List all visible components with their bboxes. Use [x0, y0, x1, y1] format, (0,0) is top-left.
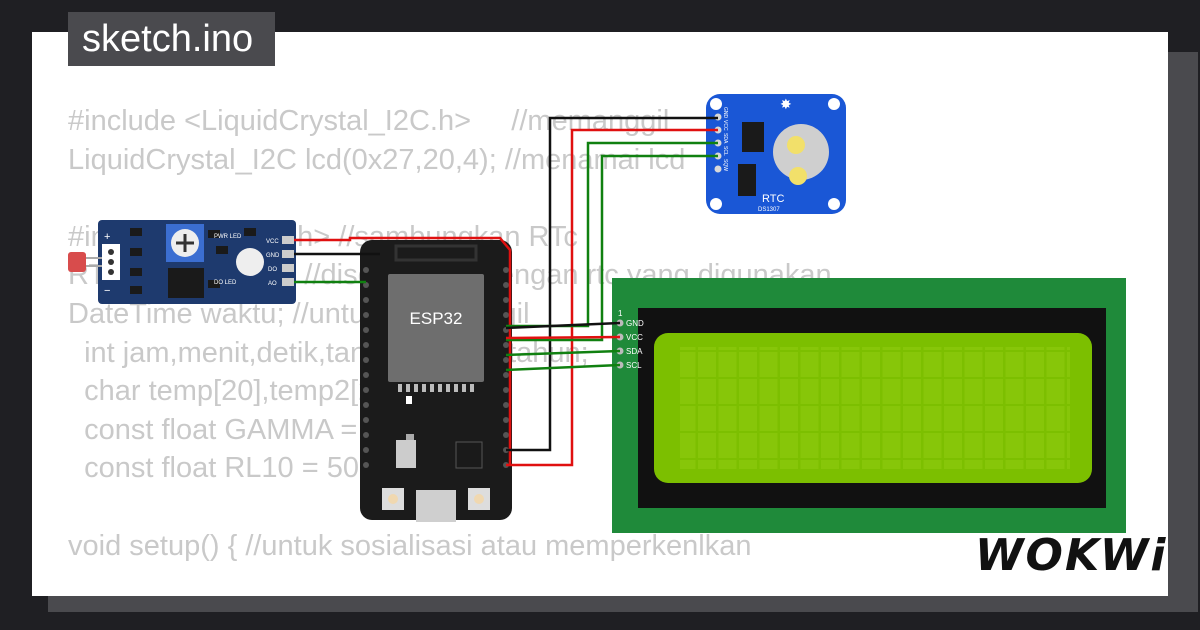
battery-contact	[787, 136, 805, 154]
voltage-regulator	[396, 440, 416, 468]
rtc-chip-label: DS1307	[758, 207, 780, 213]
minus-label: −	[104, 285, 110, 297]
photoresistor	[68, 252, 86, 272]
lcd-pin-label: VCC	[626, 333, 643, 342]
ldr-pin-gnd[interactable]	[282, 250, 294, 258]
wire-lcd-vcc[interactable]	[505, 335, 621, 340]
file-name-tab[interactable]: sketch.ino	[68, 12, 276, 66]
rtc-pin-label: GND	[722, 107, 728, 119]
ldr-pin-label: VCC	[266, 239, 279, 245]
ldr-pin-label: DO	[268, 267, 277, 273]
crystal	[738, 164, 756, 196]
wire-lcd-scl[interactable]	[505, 363, 621, 372]
ldr-pin-ao[interactable]	[282, 278, 294, 286]
rtc-title: RTC	[762, 193, 784, 205]
code-line: void setup() { //untuk sosialisasi atau …	[68, 529, 752, 562]
pwr-led-label: PWR LED	[214, 234, 242, 240]
lcd-module[interactable]: 1 GND VCC SDA SCL	[612, 278, 1126, 533]
mount-hole	[828, 198, 840, 210]
wire-lcd-sda[interactable]	[505, 349, 621, 357]
esp32-board[interactable]: ESP32	[360, 240, 512, 522]
rtc-chip	[742, 122, 764, 152]
lcd-pin1-label: 1	[618, 309, 623, 318]
battery-contact	[789, 167, 807, 185]
ldr-pin-label: AO	[268, 281, 277, 287]
ldr-pin-label: GND	[266, 253, 280, 259]
mount-hole	[710, 98, 722, 110]
rtc-pin-label: SDA	[722, 133, 728, 144]
wire-rtc-scl[interactable]	[506, 154, 718, 342]
rtc-pin-label: VCC	[722, 120, 728, 131]
wire-rtc-gnd[interactable]	[506, 116, 718, 452]
lcd-pin-label: GND	[626, 319, 644, 328]
lcd-pin-label: SCL	[626, 361, 642, 370]
mount-hole	[710, 198, 722, 210]
wokwi-logo: WOKWi	[975, 530, 1168, 581]
wire-lcd-gnd[interactable]	[505, 321, 621, 330]
lcd-pin-label: SDA	[626, 347, 643, 356]
antenna	[394, 244, 478, 262]
wire-rtc-vcc[interactable]	[506, 128, 718, 467]
comparator-chip	[168, 268, 204, 298]
mount-hole	[828, 98, 840, 110]
usb-port[interactable]	[416, 490, 456, 522]
usb-chip	[455, 441, 483, 469]
plus-label: +	[104, 231, 110, 243]
ldr-sensor-module[interactable]: + − PWR LED DO LED VCC GND DO AO	[68, 220, 296, 304]
rtc-pin-sqw[interactable]	[714, 165, 722, 173]
wires	[294, 116, 718, 467]
code-line: #include <LiquidCrystal_I2C.h> //memangg…	[68, 105, 670, 137]
rtc-pin-label: SCL	[722, 146, 728, 156]
indicator-led	[236, 248, 264, 276]
esp32-module	[388, 274, 484, 382]
do-led-label: DO LED	[214, 280, 237, 286]
rtc-module[interactable]: ✸ RTC DS1307 GND VCC SDA SCL SQW	[706, 94, 846, 214]
star-icon: ✸	[780, 96, 792, 112]
ldr-pin-vcc[interactable]	[282, 236, 294, 244]
code-line: const float RL10 = 50;	[68, 452, 368, 485]
rtc-pin-label: SQW	[722, 159, 728, 171]
ldr-pin-do[interactable]	[282, 264, 294, 272]
lcd-character-grid	[680, 347, 1070, 469]
wire-ldr-vcc[interactable]	[294, 236, 512, 465]
esp32-label: ESP32	[410, 309, 463, 328]
